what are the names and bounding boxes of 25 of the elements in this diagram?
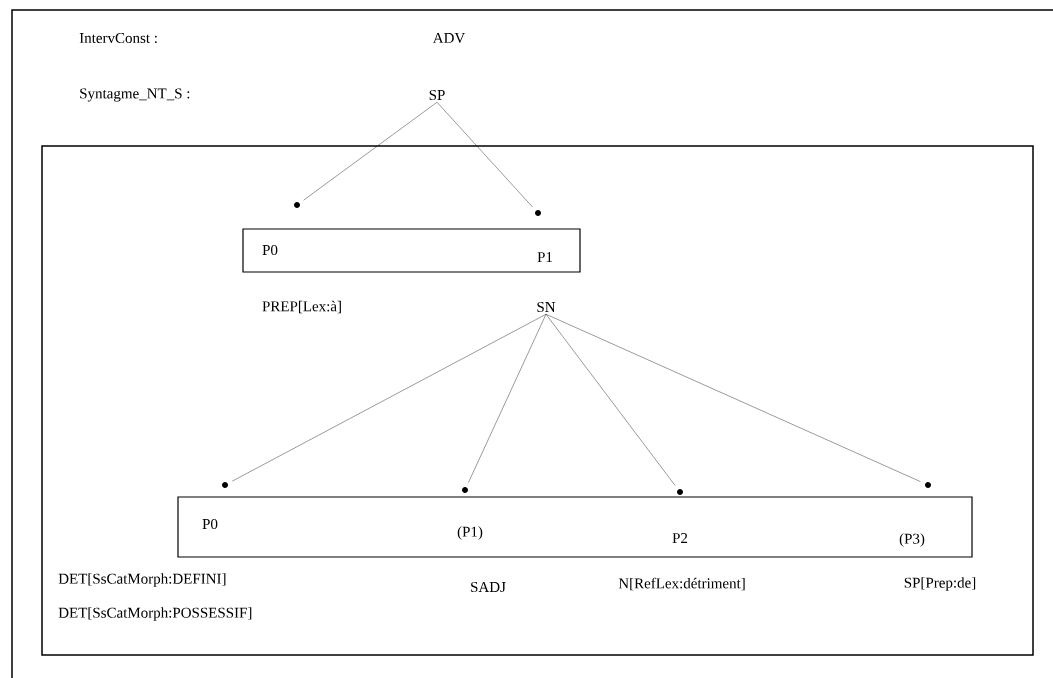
text-label: DET[SsCatMorph:DEFINI] [58,573,226,587]
text-label: PREP[Lex:à] [262,300,341,314]
position-label: P0 [202,518,218,530]
position-box [177,496,973,558]
position-label: P0 [262,244,278,256]
tree-branch [545,314,921,482]
category-label: SP [429,89,445,101]
position-label: (P3) [899,533,925,547]
tree-branch [468,314,547,483]
text-label: DET[SsCatMorph:POSSESSIF] [58,607,252,621]
text-label: Syntagme_NT_S : [80,88,190,102]
tree-branch [545,314,676,486]
text-label: IntervConst : [79,32,157,44]
position-label: (P1) [457,526,483,540]
tree-branch [303,102,438,201]
position-box [242,228,581,273]
tree-branch [436,102,533,208]
text-label: ADV [432,32,466,44]
text-label: SADJ [471,581,506,593]
category-label: SN [537,301,556,313]
text-label: SP[Prep:de] [904,577,976,591]
position-label: P2 [672,533,688,543]
tree-branch [232,314,547,482]
position-label: P1 [537,252,553,262]
text-label: N[RefLex:détriment] [618,577,745,591]
